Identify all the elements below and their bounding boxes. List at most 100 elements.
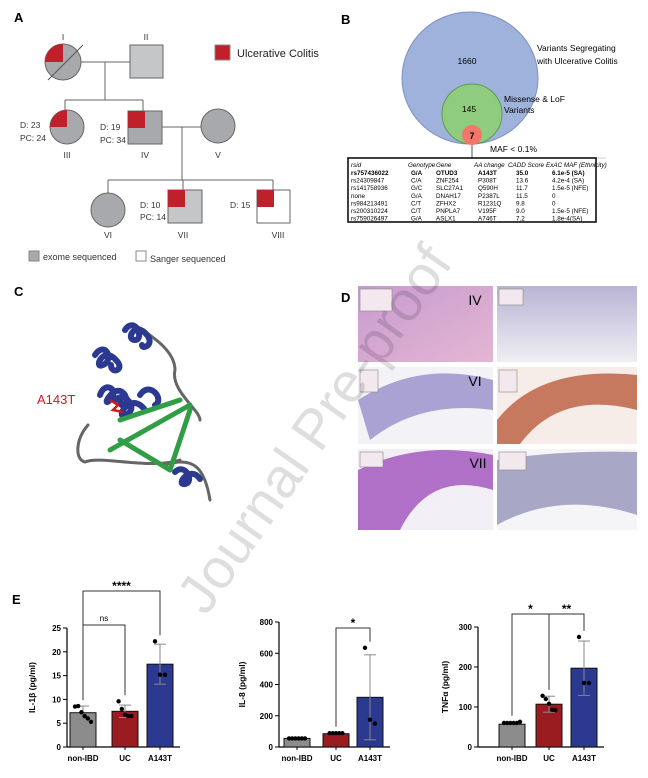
data-point — [296, 736, 301, 741]
y-axis-label: IL-1β (pg/ml) — [27, 662, 37, 713]
table-header: ExAC MAF (Ethnicity) — [546, 162, 607, 169]
table-cell: none — [351, 193, 366, 200]
x-tick-label: A143T — [572, 754, 596, 763]
table-cell: G/A — [411, 170, 423, 177]
data-point — [116, 699, 121, 704]
significance-label: * — [528, 602, 533, 616]
table-cell: 1.8e-4(SA) — [552, 216, 582, 223]
data-point — [540, 693, 545, 698]
table-cell: rs984213491 — [351, 200, 388, 207]
data-point — [372, 721, 378, 726]
y-tick-label: 200 — [260, 712, 274, 721]
svg-text:IV: IV — [141, 150, 149, 160]
venn-inner-circle — [462, 125, 482, 145]
bar-non-IBD — [498, 723, 526, 748]
table-cell: 6.1e-5 (SA) — [552, 170, 585, 177]
panel-label-c: C — [14, 284, 24, 299]
table-cell: 13.6 — [516, 178, 529, 185]
panel-a-pedigree: A I II Ulcerative Colitis D: 23 PC: 24 I… — [14, 10, 319, 264]
table-cell: 1.5e-5 (NFE) — [552, 185, 588, 192]
svg-text:D: 19: D: 19 — [100, 122, 121, 132]
svg-text:MAF < 0.1%: MAF < 0.1% — [490, 144, 537, 154]
pedigree-lines — [64, 61, 274, 193]
table-cell: 0 — [552, 200, 556, 207]
mutation-residue — [109, 398, 124, 414]
significance-bracket — [335, 627, 371, 727]
table-cell: 4.2e-4 (SA) — [552, 178, 584, 185]
panel-label-a: A — [14, 10, 24, 25]
table-cell: A746T — [478, 216, 497, 223]
data-point — [508, 720, 513, 726]
y-tick-label: 100 — [459, 703, 473, 712]
data-point — [340, 731, 345, 736]
panel-b-venn: B 1660 145 7 Variants Segregating with U… — [341, 11, 618, 223]
table-cell: 9.8 — [516, 200, 525, 207]
data-point — [333, 731, 339, 736]
svg-text:Variants Segregating: Variants Segregating — [537, 43, 616, 53]
individual-vi: VI — [90, 192, 126, 240]
svg-text:II: II — [144, 32, 149, 42]
table-cell: PNPLA7 — [436, 208, 461, 215]
bar-UC — [322, 733, 350, 748]
significance-label: ** — [562, 602, 572, 616]
y-tick-label: 400 — [260, 681, 274, 690]
individual-v: V — [200, 108, 236, 160]
individual-i: I — [44, 32, 84, 81]
svg-text:D: 10: D: 10 — [140, 200, 161, 210]
table-cell: R1231Q — [478, 200, 502, 207]
svg-text:D: 23: D: 23 — [20, 120, 41, 130]
significance-bracket — [548, 613, 585, 690]
data-point — [581, 680, 587, 686]
y-axis-label: IL-8 (pg/ml) — [237, 661, 247, 707]
svg-text:Missense & LoF: Missense & LoF — [504, 94, 565, 104]
x-tick-label: A143T — [148, 754, 172, 763]
table-cell: rs200310224 — [351, 208, 388, 215]
svg-text:V: V — [215, 150, 221, 160]
histology-insets — [359, 288, 527, 471]
data-point — [299, 736, 304, 741]
x-tick-label: non-IBD — [281, 754, 312, 763]
data-point — [362, 645, 368, 650]
mutation-label: A143T — [37, 392, 75, 407]
table-cell: rs759026497 — [351, 216, 388, 223]
table-cell: rs757436022 — [351, 170, 389, 177]
table-cell: OTUD3 — [436, 170, 458, 177]
data-point — [517, 719, 523, 724]
table-cell: 9.0 — [516, 208, 525, 215]
data-point — [126, 713, 131, 719]
panel-label-e: E — [12, 592, 21, 607]
svg-text:Variants: Variants — [504, 105, 535, 115]
data-point — [152, 639, 158, 644]
protein-ribbon — [76, 322, 212, 502]
table-header: Gene — [436, 162, 452, 169]
table-cell: V195F — [478, 208, 497, 215]
data-point — [367, 717, 373, 722]
table-cell: A143T — [478, 170, 497, 177]
svg-text:with Ulcerative Colitis: with Ulcerative Colitis — [536, 56, 618, 66]
table-cell: 7.2 — [516, 216, 525, 223]
table-cell: C/T — [411, 200, 421, 207]
svg-text:IV: IV — [468, 292, 482, 308]
svg-text:PC: 34: PC: 34 — [100, 135, 126, 145]
table-cell: Q590H — [478, 185, 498, 192]
y-tick-label: 0 — [57, 743, 62, 752]
table-cell: 11.7 — [516, 185, 528, 192]
individual-ii: II — [129, 32, 164, 79]
svg-text:7: 7 — [469, 131, 474, 141]
x-tick-label: UC — [330, 754, 342, 763]
svg-text:D: 15: D: 15 — [230, 200, 251, 210]
svg-text:VI: VI — [468, 373, 481, 389]
table-cell: G/A — [411, 216, 423, 223]
x-tick-label: non-IBD — [67, 754, 98, 763]
svg-text:VIII: VIII — [272, 230, 285, 240]
table-cell: ZNF254 — [436, 178, 459, 185]
table-header: CADD Score — [508, 162, 545, 169]
data-point — [543, 696, 548, 702]
data-point — [586, 680, 592, 686]
svg-text:III: III — [63, 150, 70, 160]
table-cell: rs24309847 — [351, 178, 385, 185]
